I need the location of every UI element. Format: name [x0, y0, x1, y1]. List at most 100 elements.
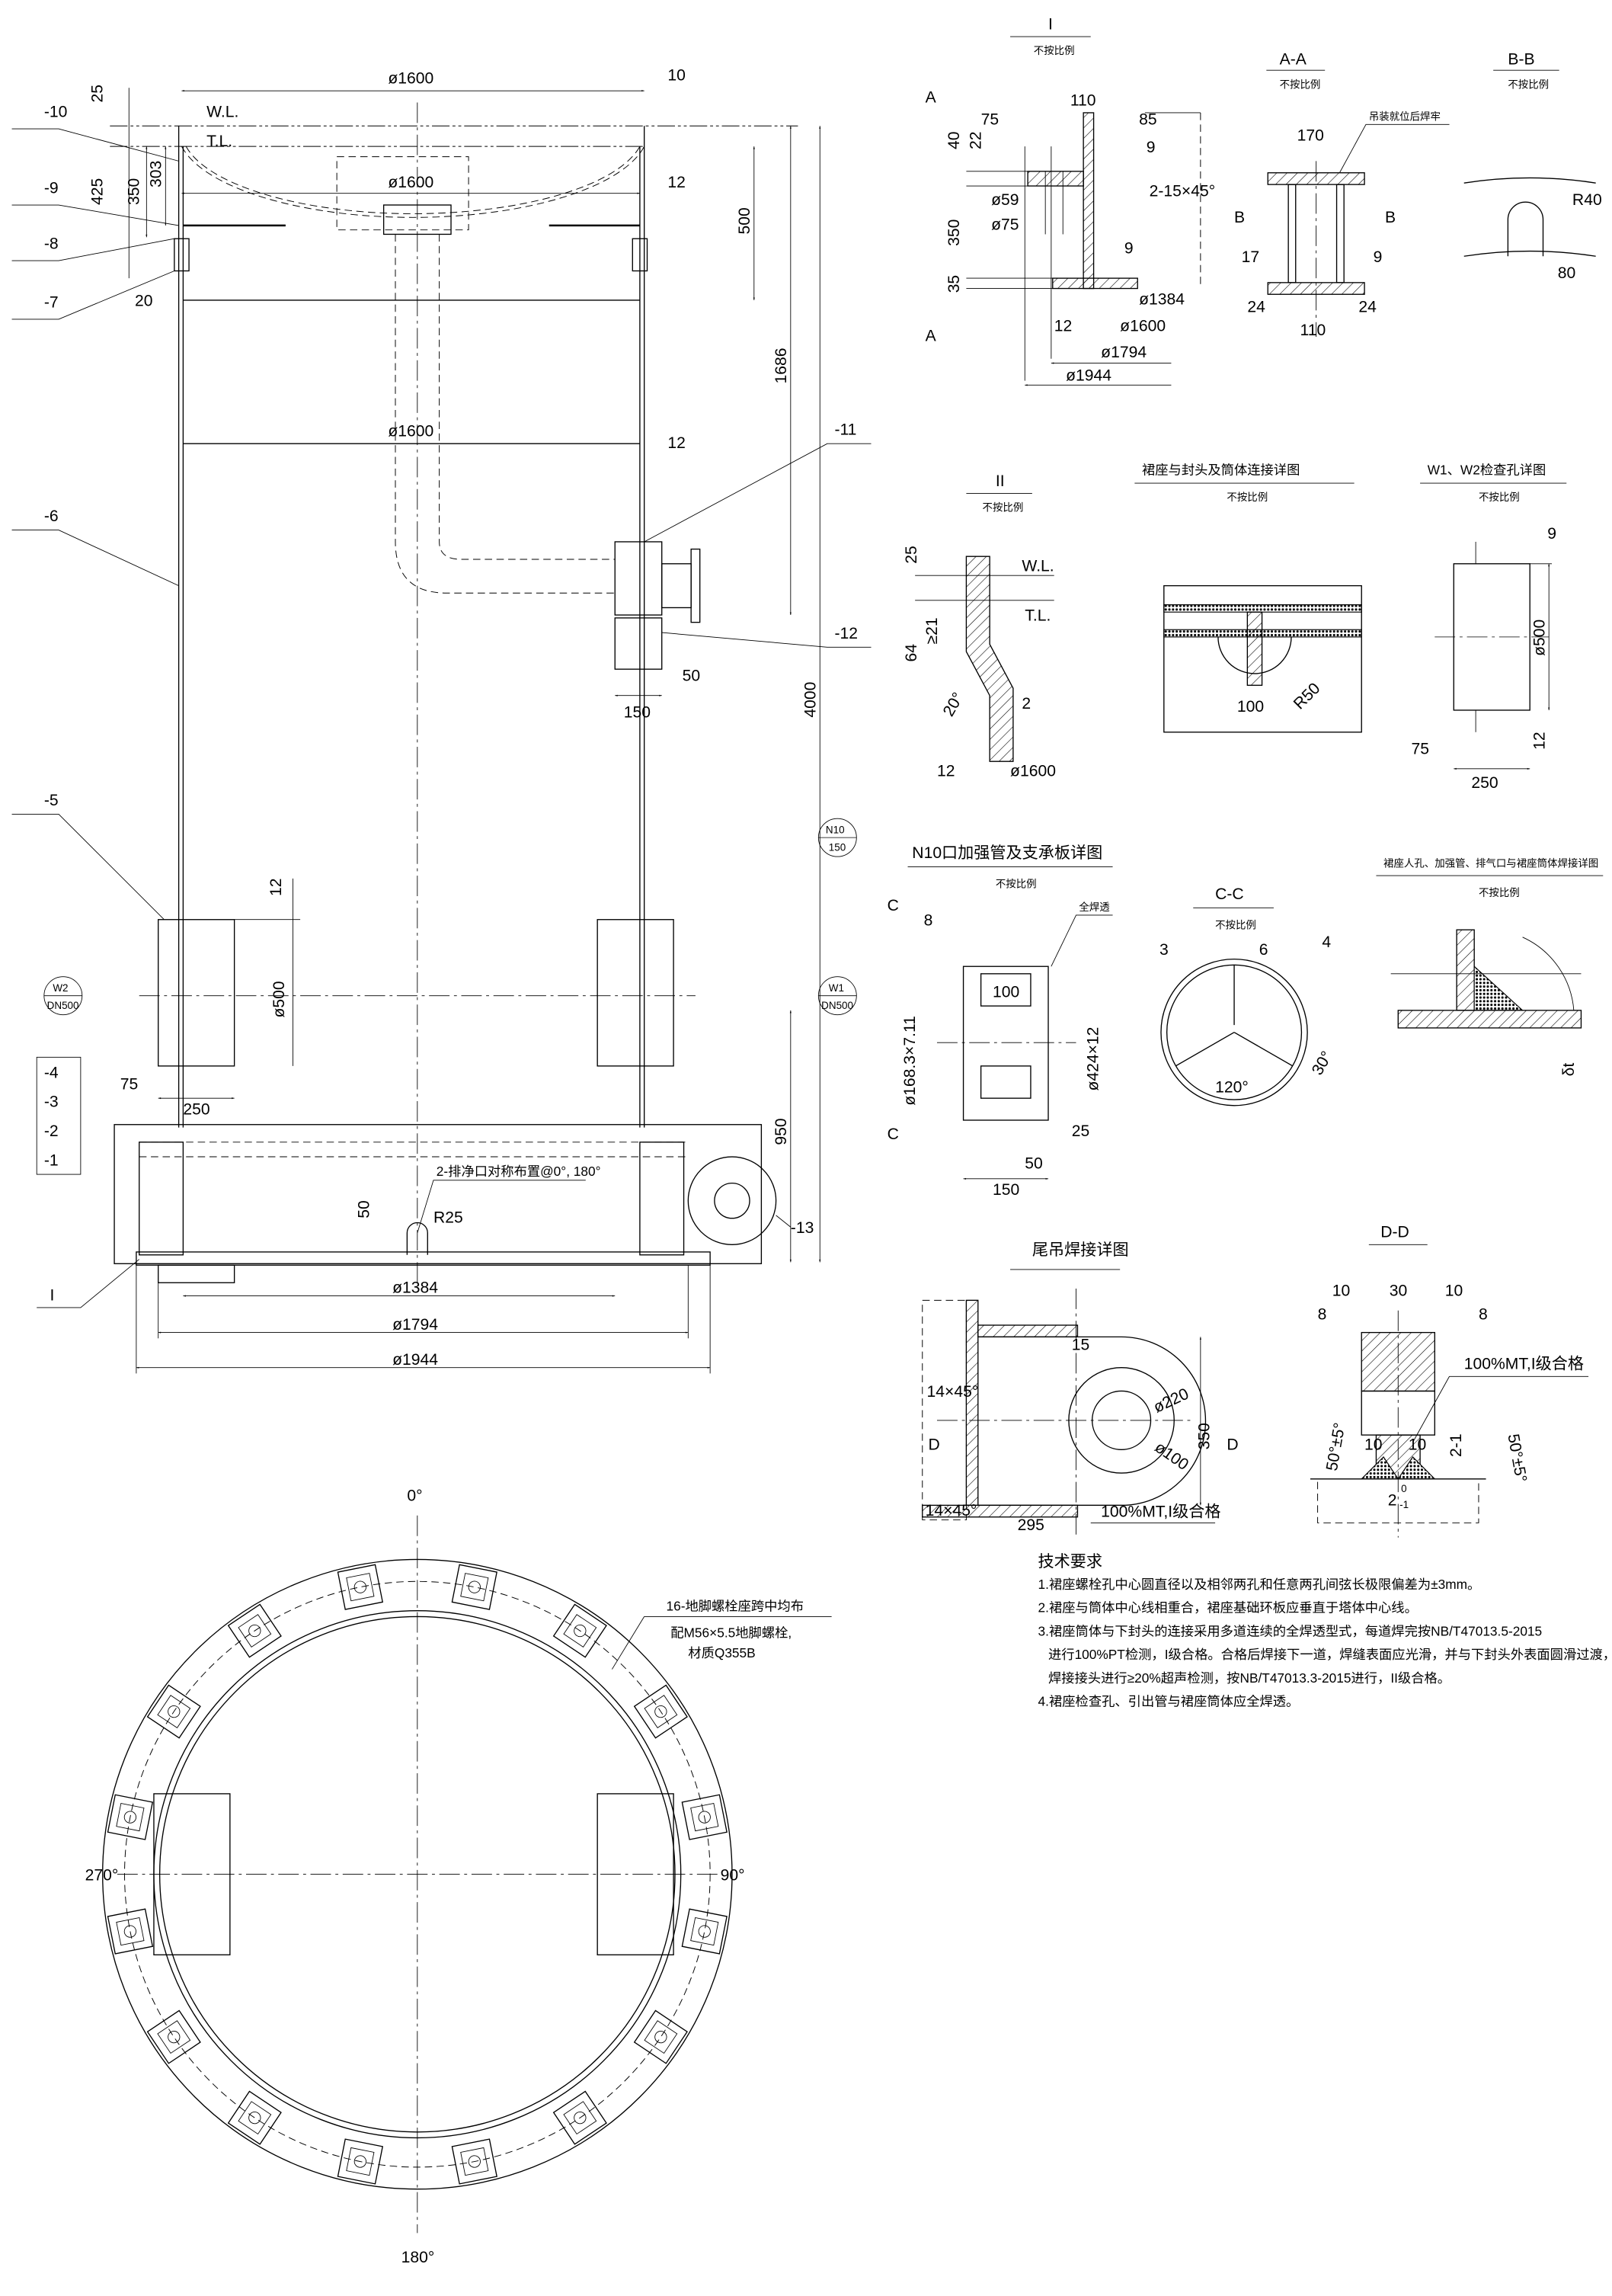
inspection-note: 100%MT,I级合格	[1101, 1503, 1220, 1521]
detail-scale: 不按比例	[1215, 919, 1256, 930]
part-label: -10	[44, 104, 68, 121]
dim-1600-top: ø1600	[388, 70, 433, 88]
detail-scale: 不按比例	[1280, 78, 1321, 90]
detail-I: I 不按比例 A A 110 75 85 40 22 9 2-15×45° ø5…	[926, 15, 1215, 386]
bolt-chair	[146, 1684, 201, 1739]
dim: 80	[1558, 264, 1575, 282]
dim-303: 303	[148, 161, 165, 187]
dim: ø168.3×7.11	[901, 1016, 919, 1106]
detail-D-D: D-D 10 30 10 8 8 50°±5° 10 10 2-1 50°±5°…	[1310, 1224, 1589, 1538]
dim: 2	[1022, 695, 1031, 712]
base-lip	[158, 1264, 235, 1283]
dim-1944: ø1944	[392, 1351, 438, 1369]
section-mark-d: D	[928, 1436, 939, 1453]
anchor-bolt-hole	[353, 2155, 366, 2168]
dim: ø1600	[1010, 762, 1056, 780]
detail-scale: 不按比例	[1479, 887, 1520, 898]
dim: 100	[1237, 698, 1264, 716]
angle-180: 180°	[401, 2249, 435, 2266]
n10-nozzle-box	[614, 541, 663, 616]
dim-350: 350	[126, 178, 143, 205]
anchor-bolt-hole	[574, 2112, 587, 2125]
pipe-wall	[1456, 929, 1475, 1011]
detail-manhole-weld: 裙座人孔、加强管、排气口与裙座筒体焊接详图 不按比例 δt	[1376, 857, 1604, 1076]
skirt-wall	[965, 1299, 979, 1507]
base-plate	[1052, 277, 1138, 290]
bolt-note-leader-2	[612, 1616, 645, 1670]
dim-500: 500	[736, 207, 753, 234]
weld-size: 8	[1318, 1305, 1327, 1323]
weld-size: 9	[1124, 239, 1134, 257]
anchor-bolt-hole	[248, 1624, 261, 1638]
part-label: -3	[44, 1094, 59, 1111]
bottom-head-inner	[185, 146, 641, 214]
bolt-note-1: 16-地脚螺栓座跨中均布	[666, 1599, 804, 1614]
support-ribs	[1175, 965, 1294, 1067]
w1-manhole	[597, 919, 674, 1067]
bolt-note-3: 材质Q355B	[688, 1645, 755, 1660]
dim: 10	[1409, 1436, 1427, 1453]
nozzle-tag-n10: N10 150	[817, 818, 857, 857]
dim: ø220	[1151, 1385, 1191, 1417]
dim: 85	[1139, 110, 1157, 128]
bolt-chair	[146, 2009, 201, 2064]
tailing-lug	[687, 1156, 777, 1245]
tech-req-item: 4.裙座检查孔、引出管与裙座筒体应全焊透。	[1038, 1694, 1300, 1709]
angle-0: 0°	[407, 1487, 422, 1505]
n10-neck	[661, 563, 692, 609]
anchor-bolt-hole	[698, 1925, 711, 1938]
dim-25: 25	[89, 85, 107, 103]
dim: 64	[903, 644, 920, 662]
lug-top-plate	[977, 1324, 1079, 1338]
dim-1384: ø1384	[392, 1279, 438, 1297]
detail-title: 裙座与封头及筒体连接详图	[1142, 463, 1300, 478]
tech-req-item: 3.裙座筒体与下封头的连接采用多道连续的全焊透型式，每道焊完按NB/T47013…	[1038, 1623, 1543, 1638]
bolt-chair-left	[139, 1142, 184, 1256]
bolt-chair	[227, 1603, 282, 1658]
part-label: -2	[44, 1122, 59, 1140]
bolt-chair	[681, 1908, 728, 1955]
dim: 150	[993, 1181, 1019, 1199]
dim-1686: 1686	[772, 347, 790, 383]
nozzle-tag-size: DN500	[821, 1000, 853, 1011]
lug-plate	[977, 1336, 1207, 1507]
dim: 25	[903, 546, 920, 564]
dim: 75	[1412, 741, 1430, 758]
section-mark-a: A	[926, 328, 937, 345]
dim-20: 20	[135, 293, 153, 310]
dim: 6	[1259, 941, 1268, 959]
part-label: -9	[44, 180, 59, 197]
detail-n10: N10口加强管及支承板详图 不按比例 全焊透 C C 8 100 ø168.3×…	[888, 844, 1113, 1199]
dim: 170	[1297, 126, 1324, 144]
tech-req-item: 1.裙座螺栓孔中心圆直径以及相邻两孔和任意两孔间弦长极限偏差为±3mm。	[1038, 1577, 1481, 1592]
part-label: -12	[834, 625, 858, 642]
detail-title: I	[1048, 15, 1053, 33]
bolt-chair	[451, 2138, 497, 2185]
nozzle-tag-size: 150	[829, 841, 846, 853]
anchor-bolt-hole	[168, 2030, 181, 2044]
dim: ø424×12	[1084, 1027, 1102, 1091]
part-label: -5	[44, 792, 59, 809]
dim: 120°	[1215, 1078, 1249, 1096]
detail-scale: 不按比例	[996, 878, 1037, 889]
dim: ø1944	[1066, 367, 1111, 385]
section-mark-d: D	[1227, 1436, 1238, 1453]
support-plate-top	[980, 973, 1031, 1007]
detail-scale: 不按比例	[1227, 492, 1268, 503]
dim: R50	[1291, 680, 1324, 713]
plan-view: 0° 90° 180° 270° 16-地脚螺栓座跨中均布 配M56×5.5地脚…	[85, 1487, 832, 2266]
dimensions: ø1600 10 ø1600 12 ø1600 12 25 425 350 30…	[89, 67, 821, 1374]
bolt-chair	[227, 2090, 282, 2145]
shell-head-junction	[965, 556, 1014, 762]
dim: 14×45°	[926, 1502, 977, 1519]
dim: ø1794	[1101, 344, 1147, 361]
detail-title: B-B	[1508, 51, 1534, 69]
dim: 295	[1018, 1516, 1044, 1534]
nozzle-tag-size: DN500	[47, 1000, 79, 1011]
dim: 10	[1364, 1436, 1383, 1453]
dim: ø100	[1152, 1439, 1192, 1474]
dim: 110	[1070, 91, 1096, 109]
dim-10: 10	[667, 67, 686, 85]
bolt-chair	[552, 1603, 607, 1658]
dim: 12	[937, 762, 955, 780]
